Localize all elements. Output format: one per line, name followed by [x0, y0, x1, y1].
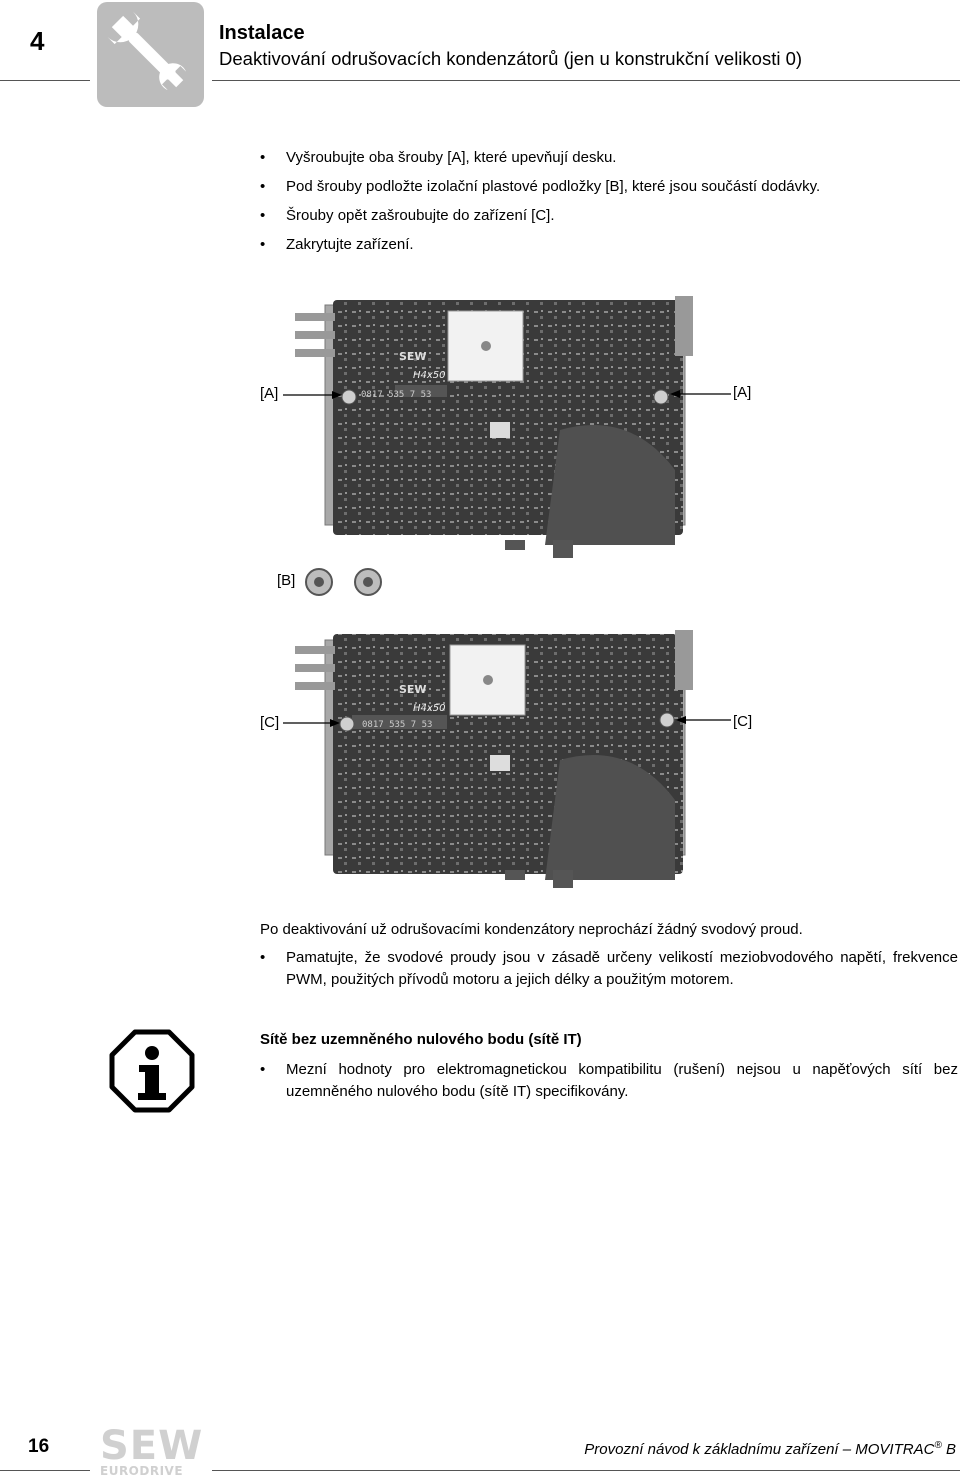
footer-rule-left — [0, 1470, 90, 1471]
step-item: Šrouby opět zašroubujte do zařízení [C]. — [260, 201, 960, 230]
it-bullet: Mezní hodnoty pro elektromagnetickou kom… — [260, 1059, 958, 1103]
step-item: Vyšroubujte oba šrouby [A], které upevňu… — [260, 143, 960, 172]
washers — [305, 568, 382, 596]
note-bullet: Pamatujte, že svodové proudy jsou v zása… — [260, 947, 958, 991]
logo-eurodrive: EURODRIVE — [100, 1464, 184, 1478]
page-subtitle: Deaktivování odrušovacích kondenzátorů (… — [219, 48, 803, 69]
it-section-heading: Sítě bez uzemněného nulového bodu (sítě … — [260, 1031, 582, 1048]
steps-list: Vyšroubujte oba šrouby [A], které upevňu… — [260, 143, 960, 259]
svg-text:H4x50: H4x50 — [413, 703, 446, 714]
label-c-left: [C] — [260, 714, 280, 731]
footer-rule-right — [212, 1470, 960, 1471]
logo-sew: SEW — [100, 1423, 204, 1469]
info-icon — [109, 1029, 195, 1113]
doc-suffix: B — [941, 1441, 956, 1458]
board-handwriting: H4x50 — [413, 370, 446, 381]
screw-c-right — [659, 712, 675, 728]
wrench-icon — [107, 11, 187, 91]
label-a-left: [A] — [260, 385, 279, 402]
circuit-board-before: 0817 535 7 53 H4x50 SEW — [295, 296, 693, 558]
page-number: 16 — [28, 1436, 50, 1457]
step-item: Pod šrouby podložte izolační plastové po… — [260, 172, 960, 201]
label-a-right: [A] — [733, 384, 752, 401]
label-b: [B] — [277, 572, 296, 589]
trademark: ® — [934, 1440, 942, 1451]
leakage-note: Po deaktivování už odrušovacími kondenzá… — [260, 921, 803, 938]
callout-lines — [283, 390, 731, 727]
svg-text:0817 535 7 53: 0817 535 7 53 — [362, 720, 432, 730]
svg-text:SEW: SEW — [399, 683, 427, 696]
chapter-number-box: 4 — [0, 0, 90, 80]
doc-title: Provozní návod k základnímu zařízení – M… — [584, 1441, 935, 1458]
screw-a-right — [653, 389, 669, 405]
page-title: Instalace — [219, 22, 305, 44]
wrench-icon-box — [97, 2, 204, 107]
screw-c-left — [339, 716, 355, 732]
circuit-board-after: 0817 535 7 53 H4x50 SEW — [295, 630, 693, 888]
note-bullet-list: Pamatujte, že svodové proudy jsou v zása… — [260, 947, 958, 991]
it-bullet-list: Mezní hodnoty pro elektromagnetickou kom… — [260, 1059, 958, 1103]
chapter-number: 4 — [30, 26, 45, 56]
board-figure: 0817 535 7 53 H4x50 SEW 0817 535 7 53 H4… — [283, 296, 731, 888]
footer-doc-title: Provozní návod k základnímu zařízení – M… — [584, 1440, 956, 1458]
board-logo: SEW — [399, 350, 427, 363]
sew-eurodrive-logo: SEW EURODRIVE — [100, 1423, 204, 1478]
header-rule-right — [212, 80, 960, 81]
step-item: Zakrytujte zařízení. — [260, 230, 960, 259]
board-marking: 0817 535 7 53 — [361, 390, 431, 400]
screw-a-left — [341, 389, 357, 405]
header-rule-left — [0, 80, 90, 81]
label-c-right: [C] — [733, 713, 753, 730]
